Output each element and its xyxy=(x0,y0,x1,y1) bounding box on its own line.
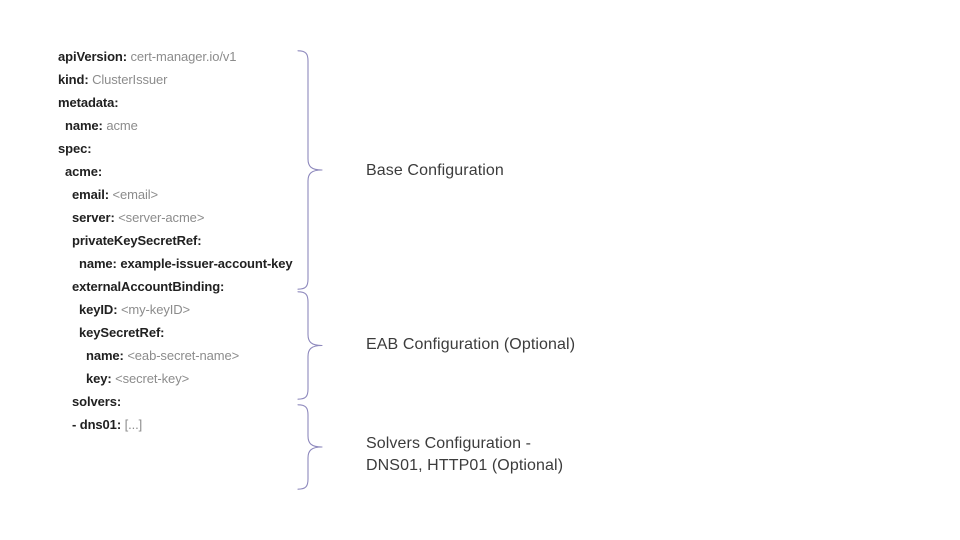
yaml-key: key: xyxy=(86,371,112,386)
group-label-base-configuration: Base Configuration xyxy=(366,162,504,179)
yaml-line: name: example-issuer-account-key xyxy=(58,252,298,275)
yaml-key: acme: xyxy=(65,164,103,179)
yaml-line: privateKeySecretRef: xyxy=(58,229,298,252)
yaml-key: server: xyxy=(72,210,115,225)
yaml-value: [...] xyxy=(124,417,143,432)
yaml-value: <secret-key> xyxy=(115,371,190,386)
yaml-value: <email> xyxy=(112,187,159,202)
yaml-key: name: xyxy=(79,256,117,271)
yaml-line: server: <server-acme> xyxy=(58,206,298,229)
yaml-key: keySecretRef: xyxy=(79,325,165,340)
group-label-eab-configuration: EAB Configuration (Optional) xyxy=(366,336,576,353)
yaml-value: example-issuer-account-key xyxy=(120,256,293,271)
yaml-key: keyID: xyxy=(79,302,118,317)
yaml-key: spec: xyxy=(58,141,92,156)
yaml-key: externalAccountBinding: xyxy=(72,279,225,294)
yaml-line: name: acme xyxy=(58,114,298,137)
brace-solvers-configuration xyxy=(296,404,326,490)
yaml-line: spec: xyxy=(58,137,298,160)
group-label-solvers-configuration: Solvers Configuration - DNS01, HTTP01 (O… xyxy=(366,435,564,474)
yaml-value: cert-manager.io/v1 xyxy=(130,49,237,64)
yaml-line: externalAccountBinding: xyxy=(58,275,298,298)
brace-base-configuration xyxy=(296,50,326,290)
yaml-key: metadata: xyxy=(58,95,119,110)
yaml-line: keySecretRef: xyxy=(58,321,298,344)
yaml-line: name: <eab-secret-name> xyxy=(58,344,298,367)
yaml-line: key: <secret-key> xyxy=(58,367,298,390)
yaml-key: solvers: xyxy=(72,394,122,409)
yaml-key: apiVersion: xyxy=(58,49,127,64)
yaml-line: - dns01: [...] xyxy=(58,413,298,436)
yaml-value: ClusterIssuer xyxy=(92,72,168,87)
yaml-key: name: xyxy=(65,118,103,133)
brace-eab-configuration xyxy=(296,291,326,400)
yaml-key: name: xyxy=(86,348,124,363)
yaml-line: email: <email> xyxy=(58,183,298,206)
yaml-value: acme xyxy=(106,118,138,133)
yaml-value: <eab-secret-name> xyxy=(127,348,240,363)
yaml-value: <server-acme> xyxy=(118,210,205,225)
yaml-key: email: xyxy=(72,187,109,202)
yaml-key: kind: xyxy=(58,72,89,87)
yaml-line: kind: ClusterIssuer xyxy=(58,68,298,91)
yaml-line: apiVersion: cert-manager.io/v1 xyxy=(58,45,298,68)
yaml-value: <my-keyID> xyxy=(120,302,191,317)
yaml-key: - dns01: xyxy=(72,417,122,432)
yaml-line: acme: xyxy=(58,160,298,183)
yaml-line: metadata: xyxy=(58,91,298,114)
yaml-key: privateKeySecretRef: xyxy=(72,233,202,248)
yaml-line: solvers: xyxy=(58,390,298,413)
yaml-line: keyID: <my-keyID> xyxy=(58,298,298,321)
